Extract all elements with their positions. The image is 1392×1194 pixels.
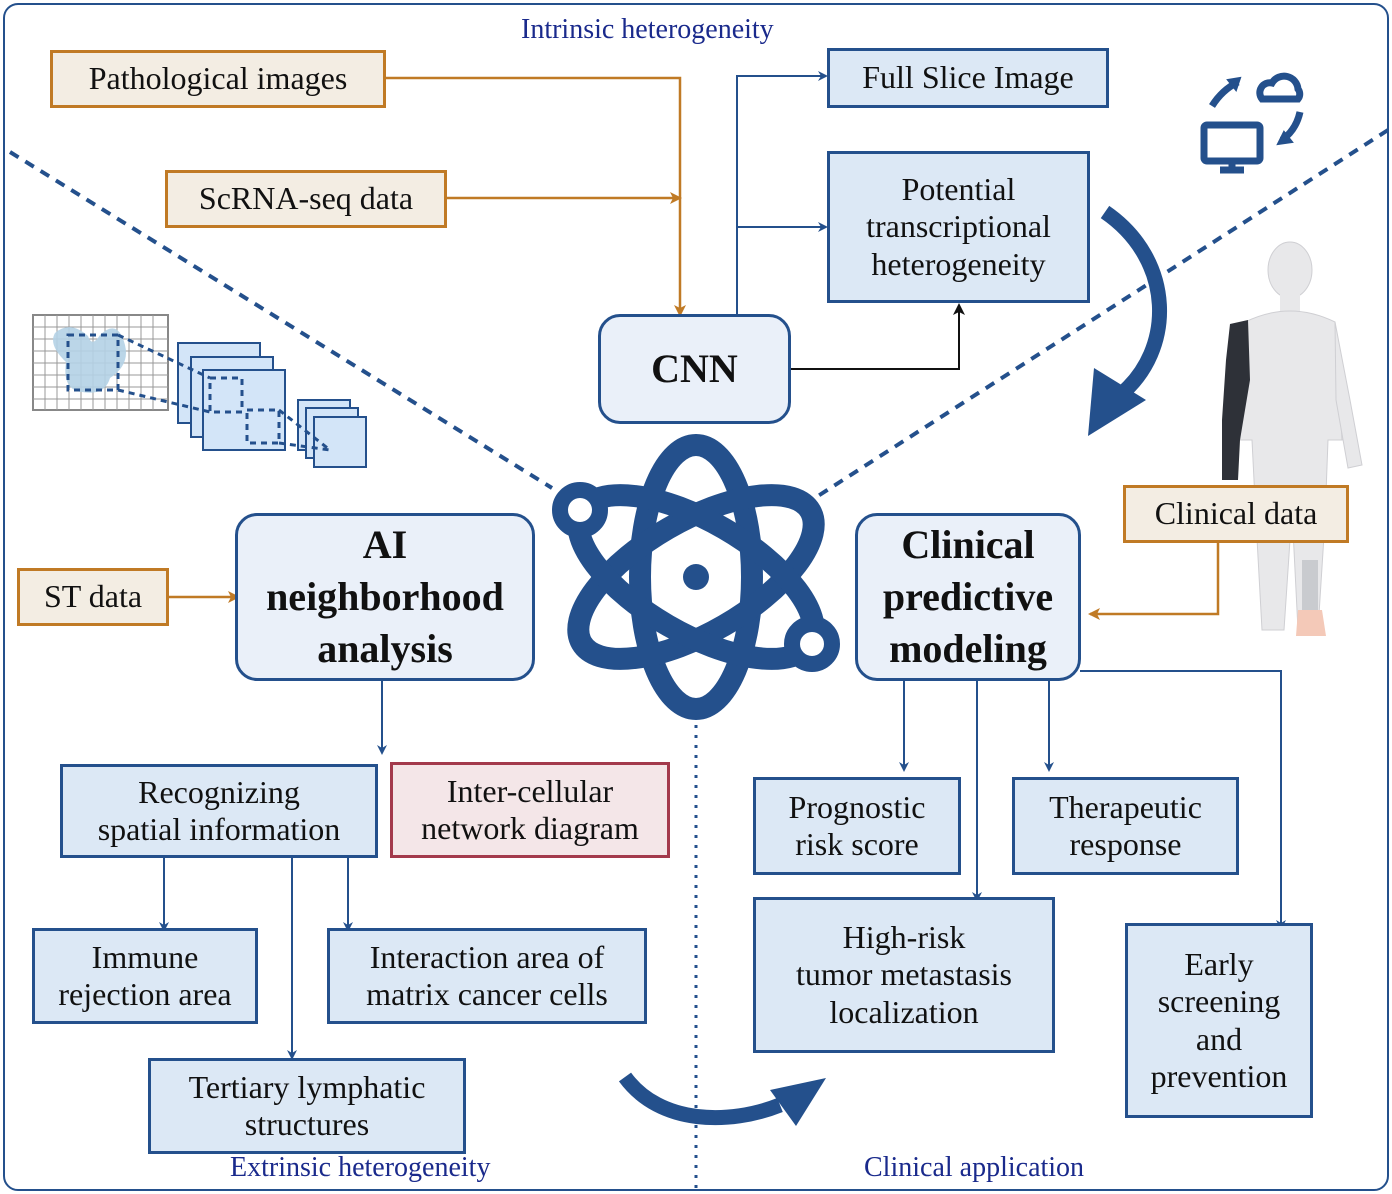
early-screening-prevention-box: Early screening and prevention: [1125, 923, 1313, 1118]
cloud-sync-icon: [1200, 72, 1304, 174]
pathological-images-box: Pathological images: [50, 50, 386, 108]
cnn-box: CNN: [598, 314, 791, 424]
outer-frame: [3, 3, 1389, 1191]
therapeutic-response-box: Therapeutic response: [1012, 777, 1239, 875]
section-label-clinical: Clinical application: [864, 1152, 1085, 1183]
flow-connectors: [159, 71, 1286, 1060]
atom-icon: [552, 434, 840, 720]
section-dividers: [8, 128, 1390, 1190]
transcriptional-heterogeneity-box: Potential transcriptional heterogeneity: [827, 151, 1090, 303]
ai-neighborhood-analysis-box: AI neighborhood analysis: [235, 513, 535, 681]
st-data-box: ST data: [17, 568, 169, 626]
clinical-predictive-modeling-box: Clinical predictive modeling: [855, 513, 1081, 681]
recognizing-spatial-information-box: Recognizing spatial information: [60, 764, 378, 858]
section-label-intrinsic: Intrinsic heterogeneity: [521, 14, 774, 45]
cnn-feature-map-icon: [32, 314, 367, 468]
prognostic-risk-score-box: Prognostic risk score: [753, 777, 961, 875]
intercellular-network-diagram-box: Inter-cellular network diagram: [390, 762, 670, 858]
high-risk-metastasis-box: High-risk tumor metastasis localization: [753, 897, 1055, 1053]
tertiary-lymphatic-structures-box: Tertiary lymphatic structures: [148, 1058, 466, 1154]
clinical-data-box: Clinical data: [1123, 485, 1349, 543]
interaction-area-box: Interaction area of matrix cancer cells: [327, 928, 647, 1024]
full-slice-image-box: Full Slice Image: [827, 48, 1109, 108]
cnn-to-transcriptional-connector: [790, 303, 965, 370]
human-figure-icon: [1222, 241, 1363, 636]
scrna-seq-box: ScRNA-seq data: [165, 170, 447, 228]
curved-arrow-right: [1088, 205, 1167, 436]
input-connectors: [168, 76, 1220, 620]
immune-rejection-area-box: Immune rejection area: [32, 928, 258, 1024]
curved-arrow-bottom: [618, 1072, 826, 1126]
section-label-extrinsic: Extrinsic heterogeneity: [230, 1152, 491, 1183]
